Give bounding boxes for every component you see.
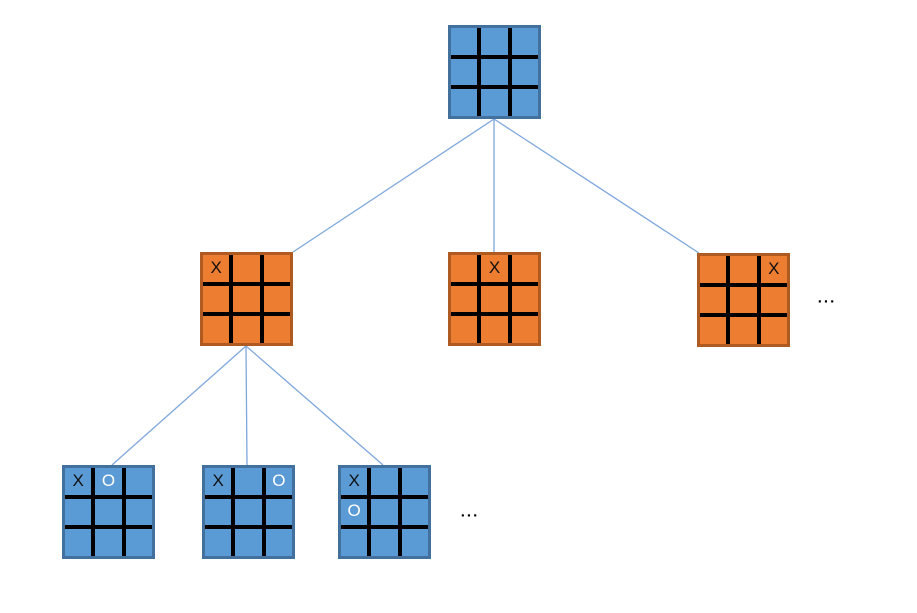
board-cell: X: [760, 256, 787, 283]
board-cell: [511, 316, 538, 343]
board-cell: [235, 468, 262, 495]
board-cell: [481, 28, 508, 55]
tree-edge: [245, 345, 248, 466]
board-cell: [235, 529, 262, 556]
o-mark: O: [347, 501, 361, 521]
board-cell: [760, 286, 787, 314]
board-cell: [263, 255, 290, 282]
x-mark: X: [212, 470, 224, 490]
board-cell: [511, 28, 538, 55]
board-cell: [371, 498, 398, 526]
board-cell: [371, 468, 398, 495]
board-cell: [451, 316, 478, 343]
board-cell: [263, 285, 290, 313]
board-cell: [125, 498, 152, 526]
board-cell: X: [203, 255, 230, 282]
x-mark: X: [72, 470, 84, 490]
board-cell: [511, 58, 538, 86]
board-cell: [235, 498, 262, 526]
board-child-2: X: [448, 252, 541, 346]
board-cell: [730, 256, 757, 283]
board-root: [448, 25, 541, 119]
board-cell: [341, 529, 368, 556]
board-cell: [233, 255, 260, 282]
board-cell: [451, 58, 478, 86]
board-cell: O: [341, 498, 368, 526]
o-mark: O: [272, 470, 286, 490]
o-mark: O: [101, 470, 116, 490]
board-cell: O: [265, 468, 292, 495]
board-cell: X: [481, 255, 508, 282]
board-cell: [265, 529, 292, 556]
ellipsis-level-1-more: ...: [817, 289, 837, 307]
board-cell: [451, 285, 478, 313]
board-cell: [700, 286, 727, 314]
tree-edge: [245, 345, 384, 466]
board-cell: [233, 285, 260, 313]
board-cell: [401, 498, 428, 526]
board-cell: [511, 285, 538, 313]
tree-edge: [292, 118, 495, 253]
board-cell: [205, 529, 232, 556]
board-cell: [481, 316, 508, 343]
board-cell: [700, 256, 727, 283]
board-cell: [481, 89, 508, 116]
tree-edge: [493, 118, 700, 254]
board-cell: [451, 28, 478, 55]
board-cell: [95, 529, 122, 556]
board-cell: [760, 317, 787, 344]
ellipsis-level-2-more: ...: [460, 503, 480, 521]
tree-edge: [111, 345, 247, 466]
board-cell: [700, 317, 727, 344]
board-cell: [481, 285, 508, 313]
board-cell: O: [95, 468, 122, 495]
x-mark: X: [488, 257, 501, 277]
board-cell: [401, 468, 428, 495]
board-cell: [481, 58, 508, 86]
board-cell: [65, 498, 92, 526]
board-cell: [511, 89, 538, 116]
board-cell: [95, 498, 122, 526]
board-cell: [203, 316, 230, 343]
x-mark: X: [210, 257, 222, 277]
board-cell: [730, 317, 757, 344]
board-cell: [371, 529, 398, 556]
x-mark: X: [768, 258, 780, 278]
board-cell: X: [341, 468, 368, 495]
board-cell: X: [205, 468, 232, 495]
board-cell: [730, 286, 757, 314]
board-cell: [451, 89, 478, 116]
board-cell: [205, 498, 232, 526]
board-cell: [125, 529, 152, 556]
board-cell: [401, 529, 428, 556]
board-cell: [265, 498, 292, 526]
board-cell: [125, 468, 152, 495]
board-cell: [203, 285, 230, 313]
board-cell: X: [65, 468, 92, 495]
x-mark: X: [348, 470, 360, 490]
board-cell: [65, 529, 92, 556]
board-child-3: X: [697, 253, 790, 347]
board-cell: [263, 316, 290, 343]
board-cell: [511, 255, 538, 282]
board-cell: [233, 316, 260, 343]
board-child-1: X: [200, 252, 293, 346]
board-cell: [451, 255, 478, 282]
